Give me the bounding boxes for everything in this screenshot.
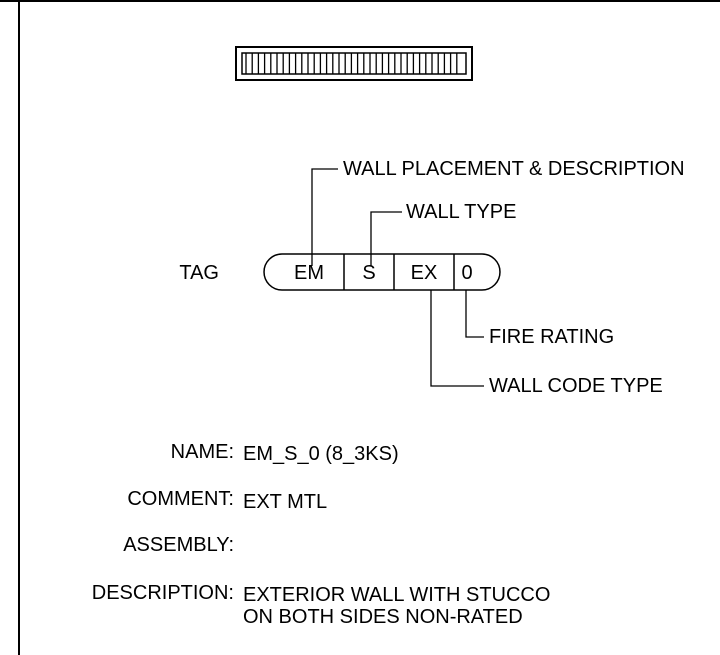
wall-hatch-symbol	[235, 46, 473, 81]
comment-label: COMMENT:	[127, 488, 234, 510]
description-line-2: ON BOTH SIDES NON-RATED	[243, 606, 523, 628]
description-line-1: EXTERIOR WALL WITH STUCCO	[243, 584, 551, 606]
assembly-label: ASSEMBLY:	[123, 534, 234, 556]
name-label: NAME:	[170, 441, 234, 463]
tag-pill	[263, 253, 501, 291]
description-label: DESCRIPTION:	[91, 582, 234, 604]
frame-top-border	[0, 0, 720, 2]
tag-segment-code-type: EX	[411, 262, 438, 284]
tag-label: TAG	[179, 262, 219, 284]
comment-value: EXT MTL	[243, 491, 328, 513]
leader-fire-rating	[465, 290, 484, 338]
tag-segment-fire-rating: 0	[461, 262, 472, 284]
leader-placement	[311, 168, 338, 266]
frame-left-border	[18, 0, 20, 655]
leader-wall-type	[370, 211, 402, 266]
leader-code-type	[430, 290, 484, 387]
callout-fire-rating: FIRE RATING	[489, 326, 614, 348]
tag-segment-placement: EM	[294, 262, 324, 284]
callout-wall-type: WALL TYPE	[406, 201, 516, 223]
tag-segment-wall-type: S	[362, 262, 375, 284]
callout-wall-code-type: WALL CODE TYPE	[489, 375, 663, 397]
callout-wall-placement: WALL PLACEMENT & DESCRIPTION	[343, 158, 685, 180]
name-value: EM_S_0 (8_3KS)	[243, 443, 399, 465]
